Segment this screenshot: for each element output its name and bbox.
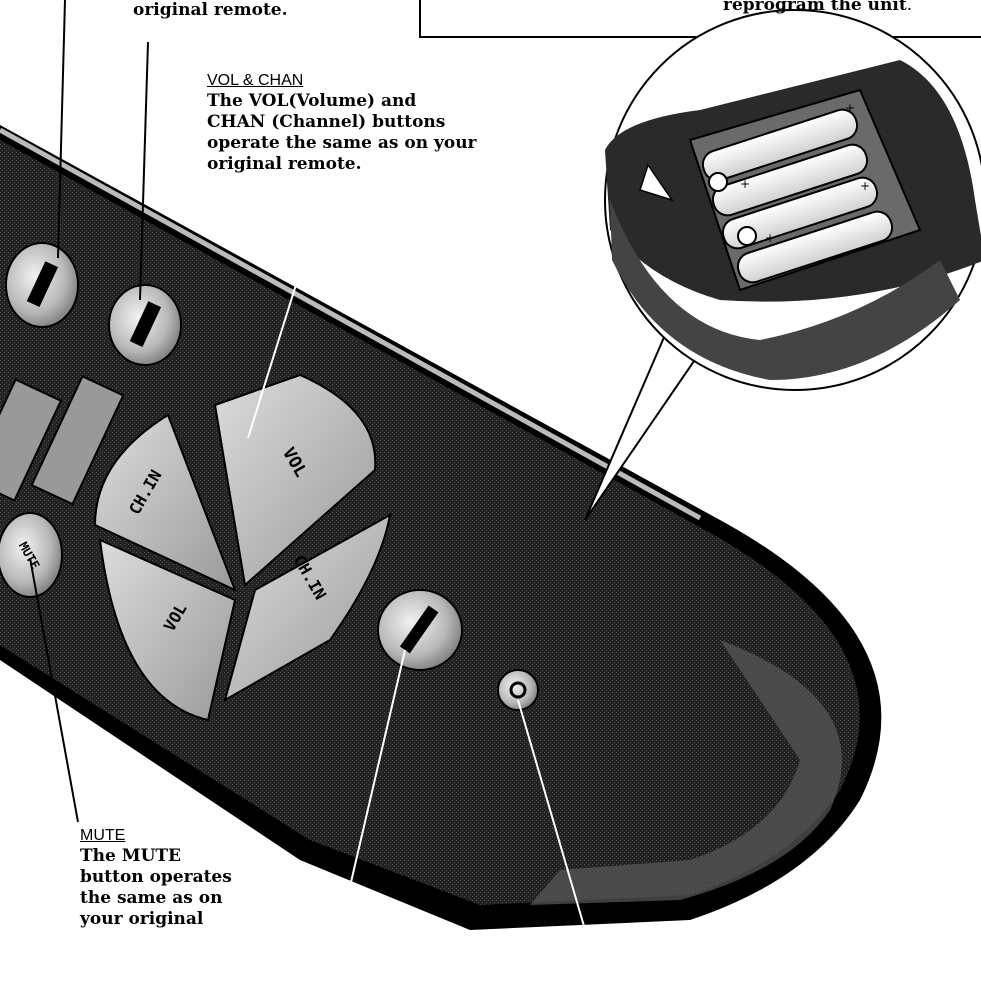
top-left-callout: original remote. (133, 0, 288, 21)
svg-text:+: + (860, 179, 870, 193)
top-right-box-text: reprogram the unit. (723, 0, 912, 10)
svg-text:+: + (740, 177, 750, 191)
vol-chan-heading: VOL & CHAN (207, 70, 527, 91)
mute-heading: MUTE (80, 825, 250, 846)
svg-text:+: + (845, 101, 855, 115)
vol-chan-callout: VOL & CHAN The VOL(Volume) and CHAN (Cha… (207, 70, 527, 175)
small-round-button (498, 670, 538, 710)
svg-text:+: + (765, 231, 775, 245)
mute-callout: MUTE The MUTE button operates the same a… (80, 825, 250, 930)
